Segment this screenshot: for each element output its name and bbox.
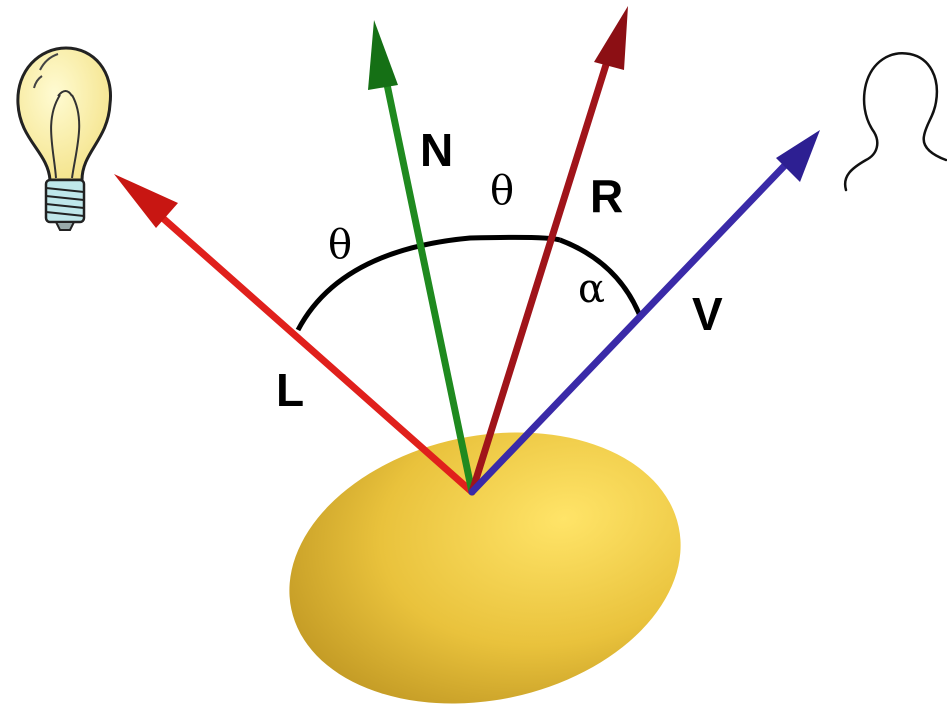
viewer-silhouette-icon: [843, 52, 947, 192]
vector-n-label: N: [420, 124, 453, 176]
vector-l-label: L: [276, 364, 304, 416]
angle-theta-1-label: θ: [328, 222, 352, 268]
vector-v-arrow: [468, 130, 820, 496]
vector-n-arrow: [368, 20, 476, 496]
angle-arc-l-to-r: [295, 234, 561, 332]
surface-ellipsoid: [289, 432, 681, 704]
light-bulb-icon: [16, 46, 112, 231]
vector-l-arrow: [114, 174, 476, 496]
angle-arc-r-to-v: [559, 237, 643, 317]
vector-r-label: R: [590, 170, 623, 222]
vector-v-label: V: [692, 288, 723, 340]
vector-r-arrow: [468, 6, 628, 496]
angle-theta-2-label: θ: [490, 168, 514, 214]
angle-alpha-label: α: [578, 266, 605, 312]
